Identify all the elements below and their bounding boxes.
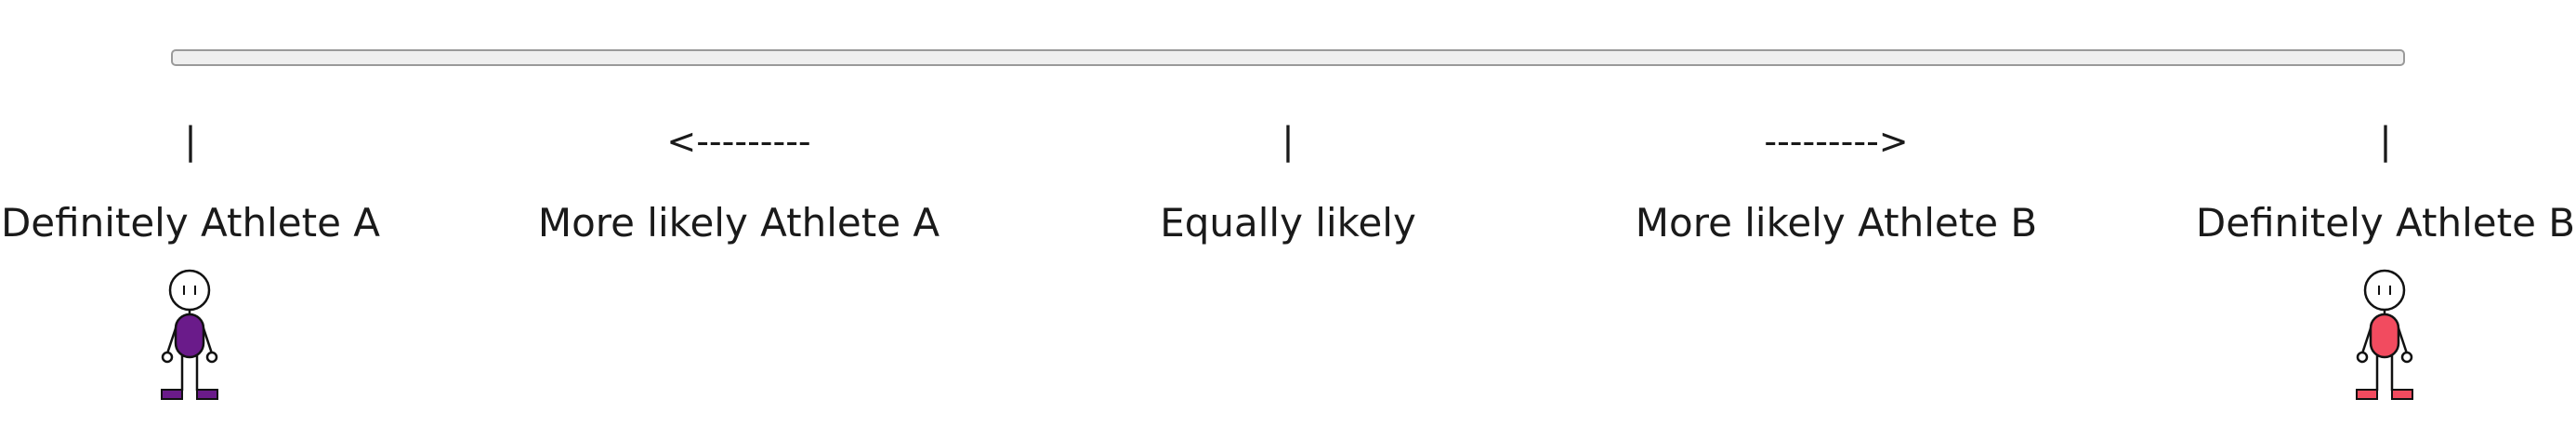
- stick-figure-icon: [161, 269, 218, 400]
- stick-figure-icon: [2356, 269, 2413, 400]
- tick-definitely-b: |: [2379, 120, 2392, 163]
- likelihood-slider-track[interactable]: [171, 49, 2405, 66]
- arrow-toward-athlete-a: <---------: [666, 121, 811, 162]
- label-equally-likely: Equally likely: [1160, 200, 1416, 246]
- label-definitely-athlete-a: Definitely Athlete A: [0, 200, 381, 246]
- label-more-likely-athlete-b: More likely Athlete B: [1635, 200, 2038, 246]
- athlete-a-figure: [152, 266, 227, 406]
- tick-definitely-a: |: [184, 120, 197, 163]
- label-more-likely-athlete-a: More likely Athlete A: [537, 200, 940, 246]
- label-definitely-athlete-b: Definitely Athlete B: [2195, 200, 2576, 246]
- arrow-toward-athlete-b: --------->: [1764, 121, 1909, 162]
- tick-equally-likely: |: [1281, 120, 1295, 163]
- athlete-b-figure: [2347, 266, 2422, 406]
